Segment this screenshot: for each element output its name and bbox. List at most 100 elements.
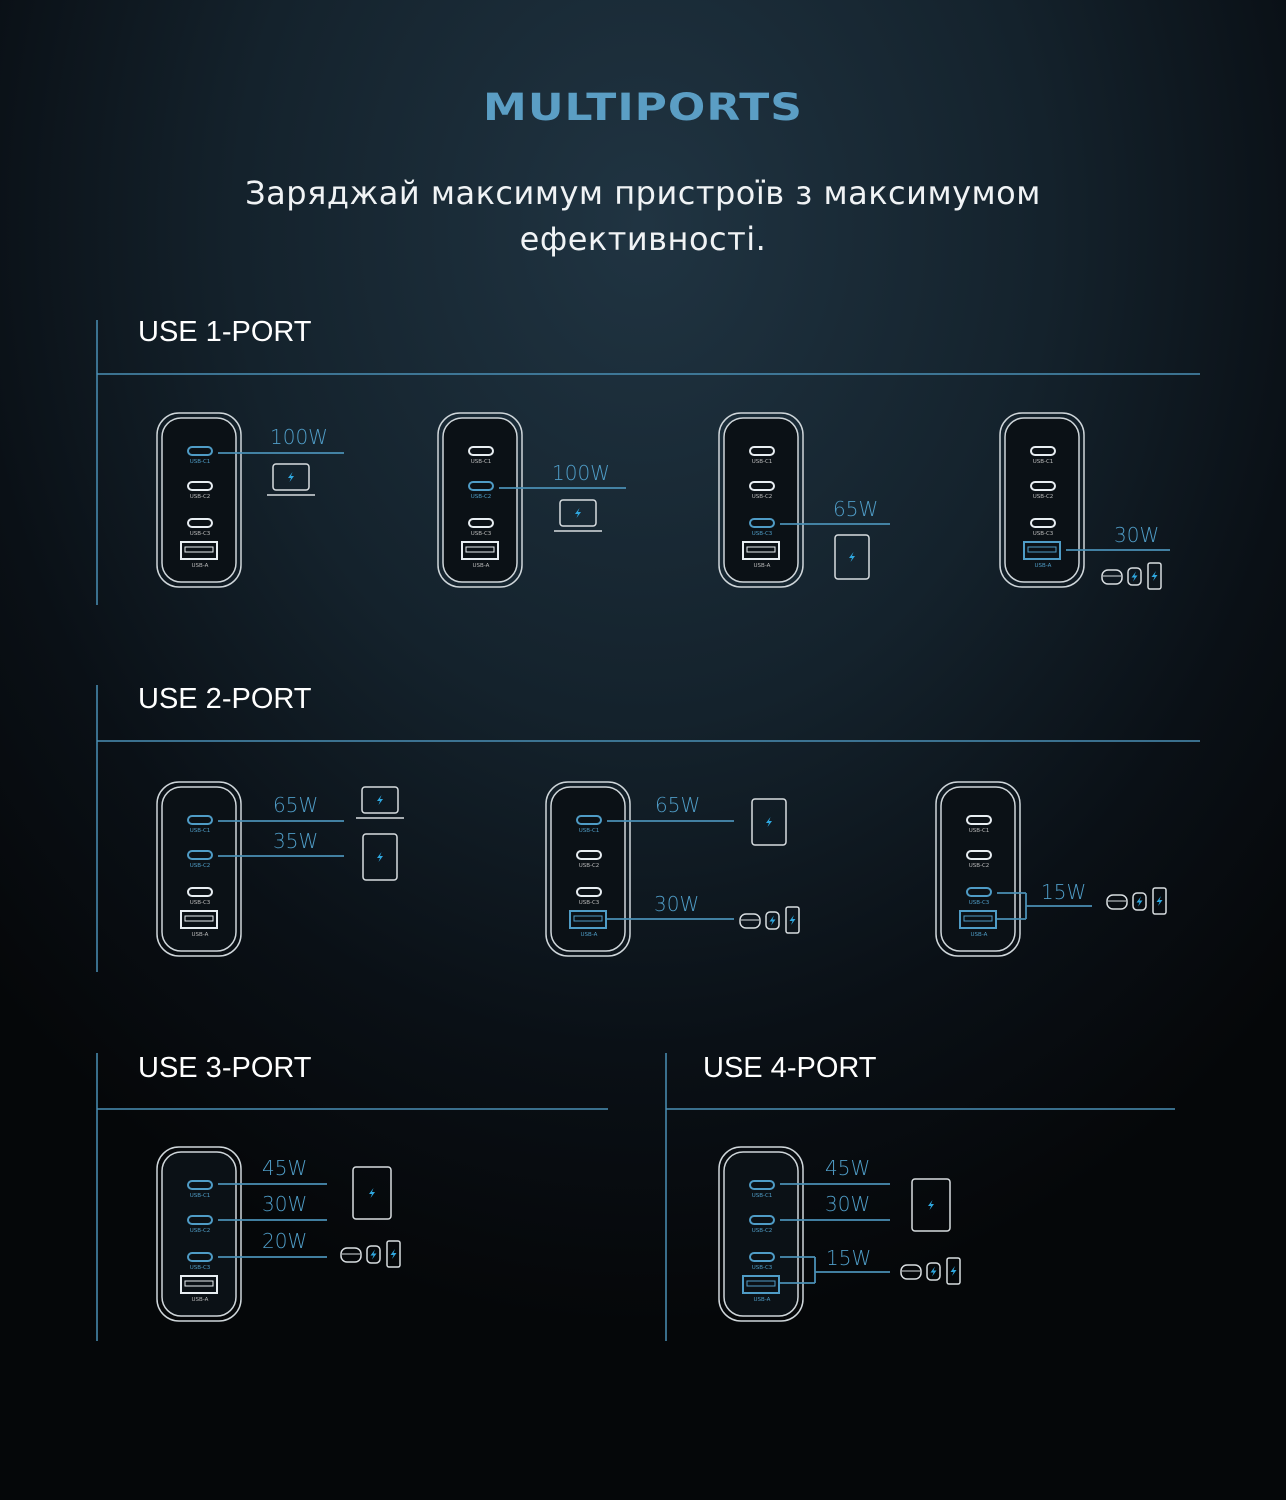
power-label: 20W	[262, 1229, 307, 1253]
port-label: USB-A	[473, 563, 490, 569]
port-label: USB-C3	[752, 1265, 773, 1271]
charger-outline	[935, 781, 1021, 957]
usb-a-tongue	[1027, 546, 1057, 553]
usb-c-port	[187, 518, 213, 528]
bolt-icon	[769, 915, 776, 926]
laptop-screen	[559, 499, 597, 527]
usb-a-tongue	[963, 915, 993, 922]
usb-c-port	[749, 1252, 775, 1262]
tablet-body	[362, 833, 398, 881]
charger-face	[550, 786, 626, 952]
port-label: USB-C3	[1033, 531, 1054, 537]
usb-a-port	[180, 910, 218, 929]
watch-icon	[1132, 892, 1147, 911]
earbuds-watch-phone-icons	[1101, 562, 1162, 590]
usb-c-port	[468, 518, 494, 528]
usb-a-tongue	[746, 1280, 776, 1287]
port-label: USB-A	[971, 932, 988, 938]
usb-a-tongue	[573, 915, 603, 922]
port-label: USB-C3	[969, 900, 990, 906]
usb-a-tongue	[746, 546, 776, 553]
port-label: USB-C3	[471, 531, 492, 537]
bolt-icon	[369, 1188, 375, 1198]
usb-a-port	[1023, 541, 1061, 560]
charger-outline	[718, 1146, 804, 1322]
port-label: USB-C3	[190, 900, 211, 906]
port-label: USB-C3	[190, 1265, 211, 1271]
bolt-icon	[766, 817, 772, 827]
tablet-icon	[352, 1166, 392, 1220]
tablet-icon	[751, 798, 787, 846]
section-title-2-port: USE 2-PORT	[138, 683, 312, 715]
port-label: USB-C1	[190, 459, 211, 465]
charger-outline	[718, 412, 804, 588]
charger-outline	[156, 412, 242, 588]
laptop-screen	[361, 786, 399, 814]
bolt-icon	[390, 1249, 397, 1259]
phone-icon	[1147, 562, 1162, 590]
charger-outline	[156, 1146, 242, 1322]
usb-c-port	[749, 518, 775, 528]
usb-c-port	[966, 887, 992, 897]
earbuds-watch-phone-icons	[1106, 887, 1167, 915]
usb-c-port	[187, 850, 213, 860]
usb-c-port	[966, 815, 992, 825]
usb-a-port	[569, 910, 607, 929]
usb-c-port	[966, 850, 992, 860]
usb-c-port	[1030, 481, 1056, 491]
power-label: 45W	[825, 1156, 870, 1180]
usb-c-port	[468, 481, 494, 491]
usb-c-port	[576, 815, 602, 825]
charger-face	[723, 417, 799, 583]
earbuds-watch-phone-icons	[900, 1257, 961, 1285]
usb-c-port	[187, 887, 213, 897]
tablet-body	[352, 1166, 392, 1220]
power-label: 15W	[1041, 880, 1086, 904]
usb-c-port	[576, 887, 602, 897]
usb-a-tongue	[184, 1280, 214, 1287]
power-label: 30W	[825, 1192, 870, 1216]
earbuds-case-icon	[739, 913, 761, 929]
port-label: USB-A	[581, 932, 598, 938]
usb-c-port	[749, 446, 775, 456]
port-label: USB-C2	[969, 863, 990, 869]
power-label: 100W	[552, 461, 610, 485]
port-label: USB-C2	[752, 494, 773, 500]
phone-icon	[785, 906, 800, 934]
laptop-icon	[356, 786, 404, 819]
power-label: 30W	[654, 892, 699, 916]
usb-a-port	[461, 541, 499, 560]
port-label: USB-A	[754, 563, 771, 569]
bolt-icon	[930, 1266, 937, 1277]
port-label: USB-C1	[752, 459, 773, 465]
watch-icon	[366, 1245, 381, 1264]
usb-c-port	[187, 1180, 213, 1190]
usb-c-port	[187, 1215, 213, 1225]
charger-face	[940, 786, 1016, 952]
earbuds-case-icon	[1101, 569, 1123, 585]
usb-a-port	[959, 910, 997, 929]
section-dividers	[96, 320, 1200, 1341]
bolt-icon	[1151, 571, 1158, 581]
page-subtitle: Заряджай максимум пристроїв з максимумом…	[245, 174, 1041, 258]
port-label: USB-C2	[471, 494, 492, 500]
bolt-icon	[377, 852, 383, 862]
watch-icon	[926, 1262, 941, 1281]
bolt-icon	[377, 795, 383, 805]
tablet-body	[751, 798, 787, 846]
bolt-icon	[1131, 571, 1138, 582]
usb-c-port	[1030, 518, 1056, 528]
power-label: 30W	[1114, 523, 1159, 547]
port-label: USB-A	[1035, 563, 1052, 569]
earbuds-watch-phone-icons	[340, 1240, 401, 1268]
power-label: 65W	[655, 793, 700, 817]
power-label: 30W	[262, 1192, 307, 1216]
power-label: 65W	[833, 497, 878, 521]
earbuds-watch-phone-icons	[739, 906, 800, 934]
usb-a-port	[742, 541, 780, 560]
port-label: USB-C1	[969, 828, 990, 834]
port-label: USB-C2	[190, 494, 211, 500]
